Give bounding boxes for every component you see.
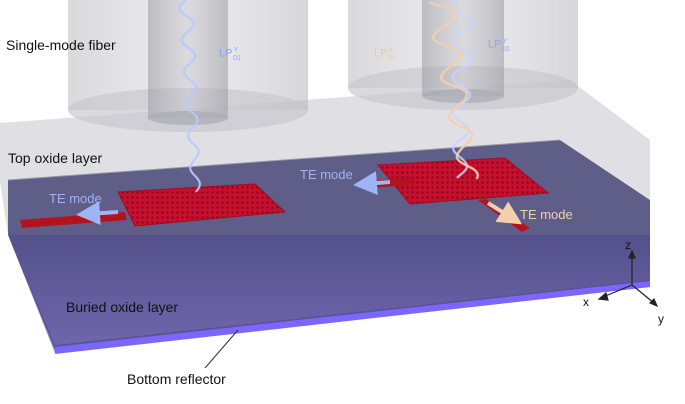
te-mode-arrow-center xyxy=(353,171,391,196)
top-oxide-front-face xyxy=(0,123,8,235)
buried-oxide-layer xyxy=(8,235,650,350)
buried-oxide-layer-label: Buried oxide layer xyxy=(66,299,179,315)
te-mode-arrow-right xyxy=(486,201,523,225)
coordinate-axes xyxy=(597,249,659,308)
bottom-reflector-leader xyxy=(204,329,239,369)
te-mode-label-left: TE mode xyxy=(49,191,102,206)
lp-y-mode-label-left: LPY01 xyxy=(219,47,241,62)
light-wave-right-x xyxy=(428,0,480,180)
grating-coupler-left xyxy=(117,183,287,227)
single-mode-fiber-label: Single-mode fiber xyxy=(6,37,116,53)
lp-y-mode-label-right: LPY01 xyxy=(488,38,510,53)
axis-x-label: x xyxy=(583,295,589,309)
top-oxide-edge xyxy=(7,139,561,181)
axis-z-label: z xyxy=(625,238,631,252)
axis-y-label: y xyxy=(658,312,664,326)
light-wave-left xyxy=(178,0,202,193)
te-mode-label-right: TE mode xyxy=(520,207,573,222)
light-wave-right-y xyxy=(450,0,475,179)
top-oxide-layer-label: Top oxide layer xyxy=(8,150,103,166)
bottom-reflector xyxy=(55,281,650,354)
bottom-reflector-label: Bottom reflector xyxy=(127,371,226,387)
te-mode-label-center: TE mode xyxy=(300,167,353,182)
waveguide-center xyxy=(368,178,413,188)
te-mode-arrow-left xyxy=(76,201,119,226)
lp-x-mode-label-right: LPX01 xyxy=(374,47,396,62)
top-oxide-top-face xyxy=(0,80,650,200)
single-mode-fiber-right xyxy=(348,0,578,110)
